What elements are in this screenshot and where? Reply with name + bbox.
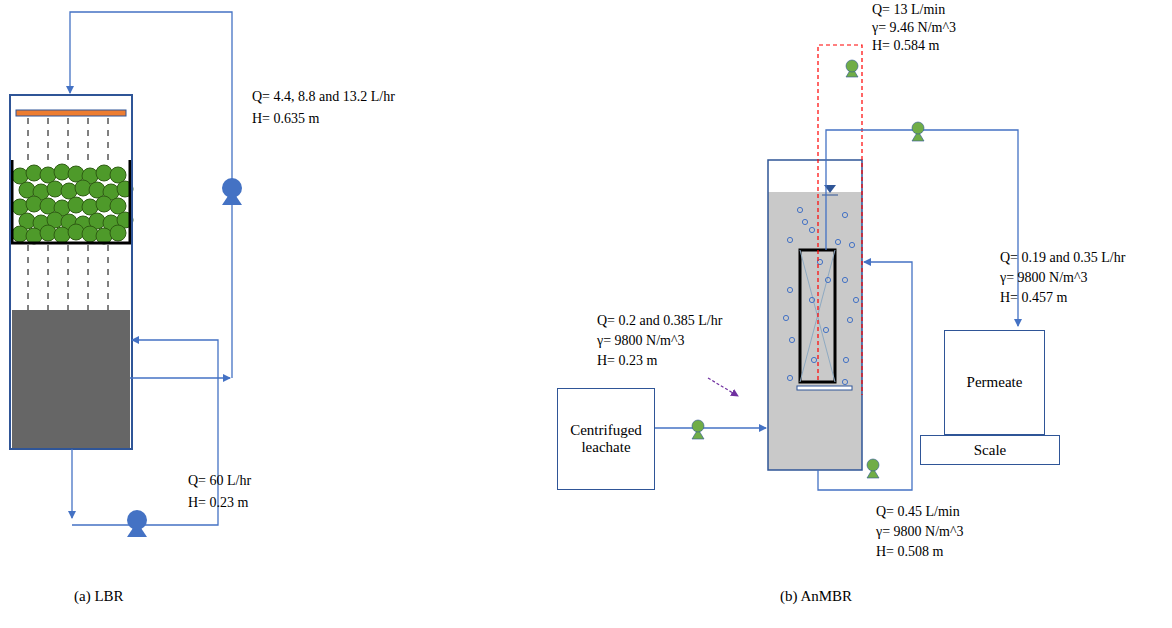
flow-parameter: H= 0.23 m xyxy=(597,353,657,369)
flow-parameter: H= 0.457 m xyxy=(1000,290,1067,306)
process-box: Permeate xyxy=(944,330,1045,435)
process-box: Scale xyxy=(920,435,1060,465)
panel-caption: (a) LBR xyxy=(74,588,124,604)
box-label: Centrifuged leachate xyxy=(562,422,650,456)
flow-parameter: H= 0.508 m xyxy=(876,544,943,560)
flow-parameter: γ= 9800 N/m^3 xyxy=(876,524,964,540)
flow-parameter: H= 0.23 m xyxy=(188,495,248,511)
flow-parameter: γ= 9800 N/m^3 xyxy=(597,333,685,349)
flow-parameter: H= 0.635 m xyxy=(252,111,319,127)
box-label: Scale xyxy=(974,442,1006,459)
process-box: Centrifuged leachate xyxy=(557,388,655,490)
flow-parameter: γ= 9.46 N/m^3 xyxy=(872,20,956,36)
box-label: Permeate xyxy=(967,374,1023,391)
flow-parameter: H= 0.584 m xyxy=(872,38,939,54)
flow-parameter: Q= 60 L/hr xyxy=(188,473,251,489)
flow-parameter: γ= 9800 N/m^3 xyxy=(1000,270,1088,286)
flow-parameter: Q= 0.45 L/min xyxy=(876,504,960,520)
flow-parameter: Q= 13 L/min xyxy=(872,2,945,18)
flow-parameter: Q= 0.19 and 0.35 L/hr xyxy=(1000,250,1125,266)
lbr-reactor xyxy=(10,12,242,537)
panel-caption: (b) AnMBR xyxy=(780,588,852,604)
flow-parameter: Q= 4.4, 8.8 and 13.2 L/hr xyxy=(252,89,395,105)
flow-parameter: Q= 0.2 and 0.385 L/hr xyxy=(597,313,722,329)
